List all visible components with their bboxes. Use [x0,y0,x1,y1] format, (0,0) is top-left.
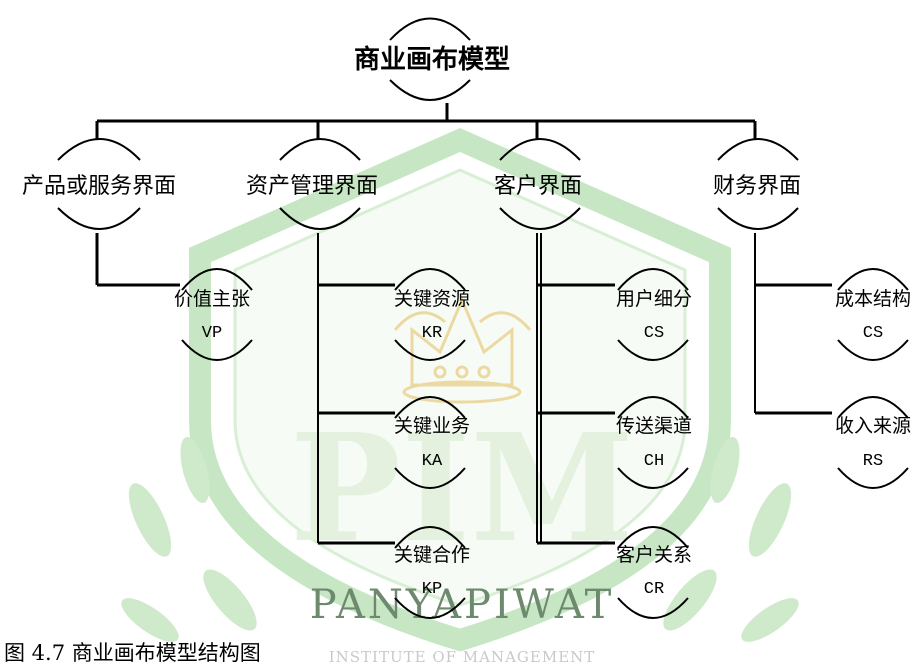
root-top-arc [389,17,471,41]
leaf-abbr: RS [863,452,883,471]
leaf-label: 客户关系 [616,544,692,566]
leaf-label: 价值主张 [174,288,250,310]
watermark-shield-inner [233,168,687,607]
figure-caption: 图 4.7 商业画布模型结构图 [4,641,261,665]
leaf-node-rs: 收入来源 RS [835,396,911,489]
leaf-label: 传送渠道 [616,415,692,437]
leaf-node-kr: 关键资源 KR [394,268,470,361]
category-label: 客户界面 [494,174,582,199]
leaf-abbr: CH [644,452,664,471]
crown-icon [393,296,532,404]
leaf-label: 关键合作 [394,544,470,566]
laurel-left-icon [121,437,257,642]
leaf-node-cr: 客户关系 CR [616,526,692,619]
root-bottom-arc [389,79,471,101]
leaf-node-kp: 关键合作 KP [394,526,470,619]
category-label: 产品或服务界面 [22,174,176,199]
leaf-label: 关键资源 [394,288,470,310]
leaf-abbr: KP [422,580,442,599]
watermark-name: PANYAPIWAT [310,582,615,628]
leaf-label: 关键业务 [394,415,470,437]
leaf-node-ch: 传送渠道 CH [616,396,692,489]
watermark: PIM PANYAPIWAT INSTITUTE OF MANAGEMENT [121,127,799,666]
leaf-label: 成本结构 [835,288,911,310]
leaf-node-vp: 价值主张 VP [174,268,253,361]
connector-lines [95,103,832,545]
leaf-abbr: VP [202,324,222,343]
category-product: 产品或服务界面 [22,138,176,230]
leaf-node-cs-finance: 成本结构 CS [835,268,911,361]
leaf-abbr: CS [644,324,664,343]
category-customer: 客户界面 [494,138,582,230]
leaf-node-ka: 关键业务 KA [394,396,470,489]
leaf-node-cs-customer: 用户细分 CS [616,268,692,361]
root-node: 商业画布模型 [354,17,510,101]
leaf-abbr: CS [863,324,883,343]
leaf-abbr: KR [422,324,442,343]
leaf-abbr: KA [422,452,443,471]
watermark-subtitle: INSTITUTE OF MANAGEMENT [329,648,596,666]
root-title: 商业画布模型 [354,44,510,75]
leaf-label: 收入来源 [835,415,911,437]
leaf-abbr: CR [644,580,664,599]
category-finance: 财务界面 [713,138,801,230]
category-label: 财务界面 [713,174,801,199]
category-label: 资产管理界面 [246,174,378,199]
watermark-shield [189,127,731,652]
laurel-right-icon [663,437,799,642]
leaf-label: 用户细分 [616,288,692,310]
category-asset: 资产管理界面 [246,138,378,230]
